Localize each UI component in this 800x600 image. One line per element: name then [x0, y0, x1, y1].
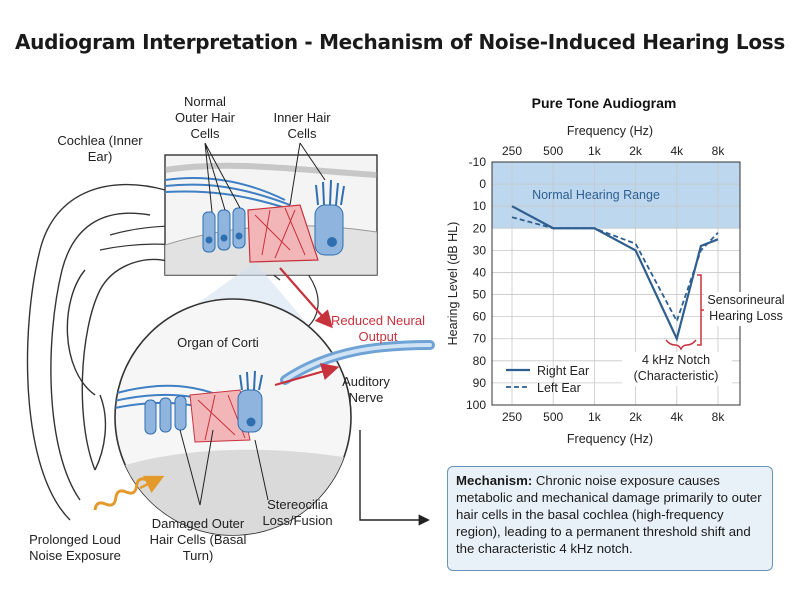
- y-tick-label: 30: [473, 243, 487, 257]
- notch-label-line2: (Characteristic): [634, 369, 719, 383]
- y-tick-label: 40: [473, 265, 487, 279]
- series-line-left-ear: [511, 216, 719, 324]
- connector-arrow: [359, 430, 430, 526]
- outer-ear: [26, 183, 171, 521]
- noise-wave: [93, 477, 148, 511]
- label-outer-hair-cells: Normal Outer Hair Cells: [175, 94, 235, 141]
- label-damaged-cells: Damaged Outer Hair Cells (Basal Turn): [149, 516, 247, 563]
- x-tick-label-bottom: 250: [502, 410, 522, 424]
- mechanism-text: Chronic noise exposure causes metabolic …: [456, 473, 762, 556]
- notch-bg: [622, 352, 732, 386]
- y-tick-label: 0: [479, 177, 486, 191]
- label-stereocilia: Stereocilia Loss/Fusion: [262, 497, 333, 528]
- label-organ-of-corti: Organ of Corti: [177, 335, 259, 350]
- plot-frame: [491, 161, 741, 406]
- x-tick-label-bottom: 1k: [588, 410, 602, 424]
- damage-arrow: [279, 267, 333, 329]
- x-tick-label-bottom: 500: [543, 410, 563, 424]
- label-reduced-output: Reduced Neural Output: [331, 313, 425, 344]
- x-tick-label-top: 2k: [629, 144, 643, 158]
- y-tick-label: 90: [473, 376, 487, 390]
- x-tick-label-bottom: 2k: [629, 410, 643, 424]
- pointer-lines: [179, 142, 326, 506]
- y-tick-label: 20: [473, 221, 487, 235]
- chart-title: Pure Tone Audiogram: [532, 95, 677, 111]
- x-tick-label-top: 4k: [670, 144, 684, 158]
- y-tick-label: 70: [473, 332, 487, 346]
- label-inner-hair-cells: Inner Hair Cells: [273, 110, 331, 141]
- legend-right-ear: Right Ear: [537, 364, 589, 378]
- x-tick-label-top: 250: [502, 144, 522, 158]
- mechanism-box: Mechanism: Chronic noise exposure causes…: [447, 466, 773, 571]
- page-title: Audiogram Interpretation - Mechanism of …: [14, 30, 786, 54]
- notch-bracket: [665, 339, 697, 351]
- y-tick-label: 60: [473, 310, 487, 324]
- label-noise: Prolonged Loud Noise Exposure: [29, 532, 121, 563]
- label-auditory-nerve: Auditory Nerve: [342, 374, 390, 405]
- legend-left-ear: Left Ear: [537, 381, 581, 395]
- y-tick-label: -10: [469, 155, 487, 169]
- y-tick-label: 50: [473, 288, 487, 302]
- sensorineural-label-line2: Hearing Loss: [709, 309, 783, 323]
- notch-label-line1: 4 kHz Notch: [642, 353, 710, 367]
- x-tick-label-bottom: 4k: [670, 410, 684, 424]
- mechanism-heading: Mechanism:: [456, 473, 533, 488]
- x-axis-label-bottom: Frequency (Hz): [567, 432, 653, 446]
- x-tick-label-bottom: 8k: [712, 410, 726, 424]
- y-axis-label: Hearing Level (dB HL): [446, 222, 460, 346]
- label-cochlea: Cochlea (Inner Ear): [57, 133, 143, 164]
- sensorineural-label-line1: Sensorineural: [707, 293, 784, 307]
- y-tick-label: 10: [473, 199, 487, 213]
- y-tick-label: 80: [473, 354, 487, 368]
- magnified-box: [164, 154, 378, 276]
- reduced-output-arrow: [274, 363, 340, 387]
- x-tick-label-top: 500: [543, 144, 563, 158]
- x-tick-label-top: 8k: [712, 144, 726, 158]
- x-axis-label-top: Frequency (Hz): [567, 124, 653, 138]
- y-tick-label: 100: [466, 398, 486, 412]
- x-tick-label-top: 1k: [588, 144, 602, 158]
- organ-of-corti-circle: [114, 298, 352, 536]
- normal-range-label: Normal Hearing Range: [532, 188, 660, 202]
- sensorineural-bg: [704, 292, 788, 326]
